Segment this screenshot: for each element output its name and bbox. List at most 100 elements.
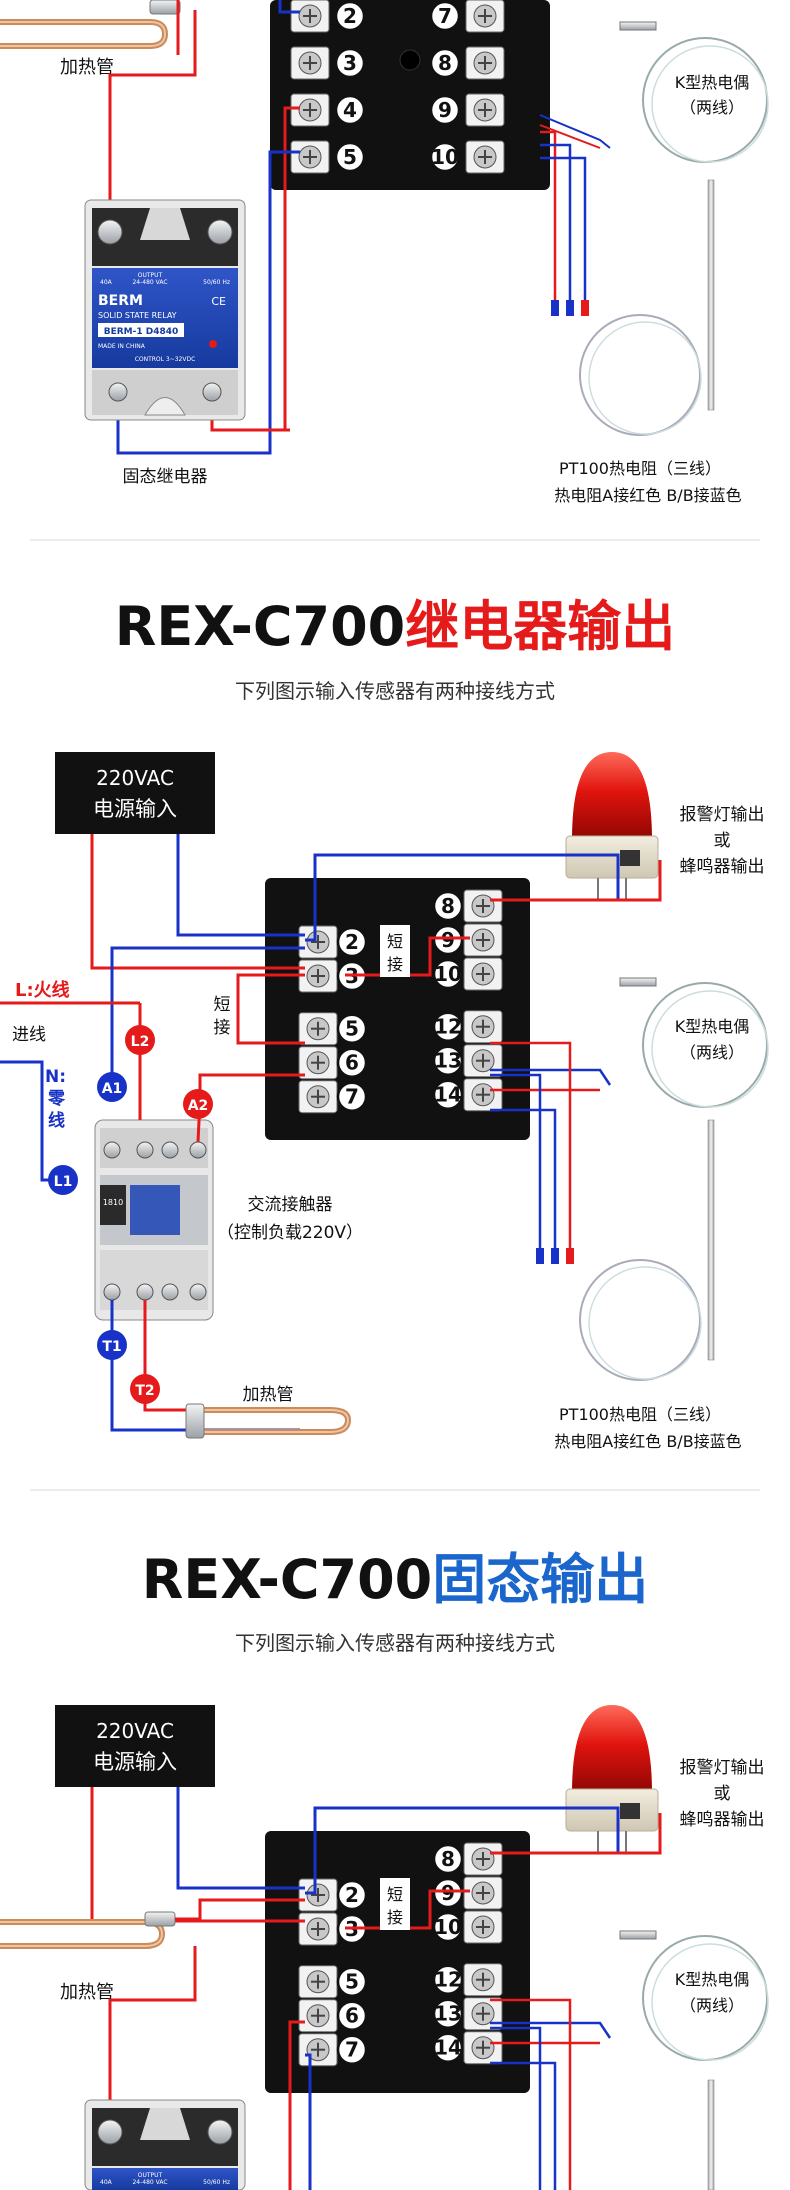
terminal-6: 6 <box>298 1046 368 1080</box>
svg-text:50/60 Hz: 50/60 Hz <box>203 2179 230 2186</box>
terminal-number-badge <box>432 958 464 990</box>
svg-text:接: 接 <box>387 1908 403 1927</box>
live-label: L:火线 <box>15 979 70 1001</box>
terminal-number: 12 <box>434 1015 462 1039</box>
pt100-label: PT100热电阻（三线） <box>559 1405 721 1424</box>
pt100-sensor <box>490 1998 715 2190</box>
terminal-10: 10 <box>432 1910 503 1944</box>
terminal-number-badge <box>334 94 366 126</box>
terminal-6: 6 <box>298 1999 368 2033</box>
terminal-8: 8 <box>429 46 505 80</box>
terminal-number: 7 <box>345 1085 359 1109</box>
terminal-5: 5 <box>290 140 366 174</box>
terminal-number: 5 <box>345 1970 359 1994</box>
terminal-number-badge <box>429 0 461 32</box>
terminal-number-badge <box>429 47 461 79</box>
svg-text:接: 接 <box>387 955 403 974</box>
wire-red <box>108 10 197 200</box>
svg-text:热电阻A接红色 B/B接蓝色: 热电阻A接红色 B/B接蓝色 <box>554 486 741 505</box>
svg-text:L2: L2 <box>131 1034 150 1050</box>
panel-hole <box>399 49 421 71</box>
svg-text:接: 接 <box>214 1018 231 1038</box>
terminal-number-badge <box>432 1045 464 1076</box>
badge-a2: A2 <box>183 1089 213 1119</box>
terminal-number: 5 <box>343 145 357 169</box>
terminal-14: 14 <box>432 2031 503 2065</box>
terminal-10: 10 <box>432 957 503 991</box>
svg-text:零: 零 <box>47 1089 66 1109</box>
section-3-subtitle: 下列图示输入传感器有两种接线方式 <box>235 1631 555 1655</box>
section-3-title: REX-C700固态输出 <box>142 1548 648 1611</box>
terminal-number: 8 <box>441 1847 455 1871</box>
terminal-number: 6 <box>345 1051 359 1075</box>
section-2-title: REX-C700继电器输出 <box>115 595 675 658</box>
terminal-8: 8 <box>432 1842 503 1876</box>
terminal-8: 8 <box>432 889 503 923</box>
inlet-label: 进线 <box>12 1025 46 1045</box>
terminal-number: 7 <box>345 2038 359 2062</box>
terminal-9: 9 <box>432 923 503 957</box>
svg-text:CONTROL 3~32VDC: CONTROL 3~32VDC <box>135 356 196 363</box>
terminal-5: 5 <box>298 1012 368 1046</box>
svg-text:220VAC: 220VAC <box>96 1719 174 1743</box>
terminal-number: 2 <box>345 1883 359 1907</box>
terminal-3: 3 <box>298 959 368 993</box>
terminal-number: 8 <box>438 51 452 75</box>
power-input-box <box>55 752 215 834</box>
terminal-number-badge <box>432 2032 464 2063</box>
terminal-number-badge <box>334 47 366 79</box>
terminal-10: 10 <box>429 140 505 174</box>
terminal-number-badge <box>336 1879 368 1911</box>
terminal-number: 7 <box>438 4 452 28</box>
badge-l2: L2 <box>125 1025 155 1055</box>
terminal-number-badge <box>432 1911 464 1943</box>
terminal-number-badge <box>336 1013 368 1044</box>
terminal-number-badge <box>432 1877 464 1909</box>
svg-text:OUTPUT: OUTPUT <box>138 272 163 279</box>
terminal-13: 13 <box>432 1997 503 2031</box>
svg-text:CE: CE <box>211 295 226 308</box>
svg-text:OUTPUT: OUTPUT <box>138 2172 163 2179</box>
svg-text:（两线）: （两线） <box>680 98 744 117</box>
terminal-7: 7 <box>298 1080 368 1114</box>
solid-state-relay: OUTPUT 40A 24-480 VAC 50/60 Hz <box>84 2099 246 2190</box>
svg-text:SOLID STATE RELAY: SOLID STATE RELAY <box>98 311 177 320</box>
ssr-label: 固态继电器 <box>123 467 208 487</box>
terminal-number-badge <box>336 926 368 958</box>
terminal-column-right: 7 8 9 10 <box>429 0 505 174</box>
svg-text:50/60 Hz: 50/60 Hz <box>203 279 230 286</box>
terminal-number-badge <box>429 141 461 173</box>
svg-text:电源输入: 电源输入 <box>93 797 177 821</box>
svg-text:24-480 VAC: 24-480 VAC <box>132 2179 167 2186</box>
terminal-number: 13 <box>434 1049 462 1073</box>
terminal-9: 9 <box>432 1876 503 1910</box>
svg-text:（两线）: （两线） <box>680 1996 744 2015</box>
short-label: 短 <box>387 932 403 951</box>
svg-text:（控制负载220V）: （控制负载220V） <box>217 1223 363 1243</box>
pt100-sensor <box>490 1041 715 1381</box>
terminal-2: 2 <box>290 0 366 33</box>
terminal-7: 7 <box>429 0 505 33</box>
svg-text:T1: T1 <box>102 1339 121 1355</box>
short-label-left: 短 <box>214 995 231 1015</box>
terminal-number-badge <box>432 1964 464 1995</box>
terminal-number-badge <box>336 1081 368 1112</box>
terminal-number-badge <box>432 1011 464 1042</box>
svg-text:或: 或 <box>714 831 731 851</box>
terminal-9: 9 <box>429 93 505 127</box>
terminal-14: 14 <box>432 1078 503 1112</box>
terminal-4: 4 <box>290 93 366 127</box>
terminal-number-badge <box>336 1047 368 1078</box>
k-thermocouple <box>539 21 769 163</box>
k-label: K型热电偶 <box>675 1017 750 1036</box>
section-2-subtitle: 下列图示输入传感器有两种接线方式 <box>235 679 555 703</box>
heater-icon <box>0 1911 176 1949</box>
k-thermocouple <box>490 1930 769 2061</box>
terminal-number: 10 <box>434 962 462 986</box>
